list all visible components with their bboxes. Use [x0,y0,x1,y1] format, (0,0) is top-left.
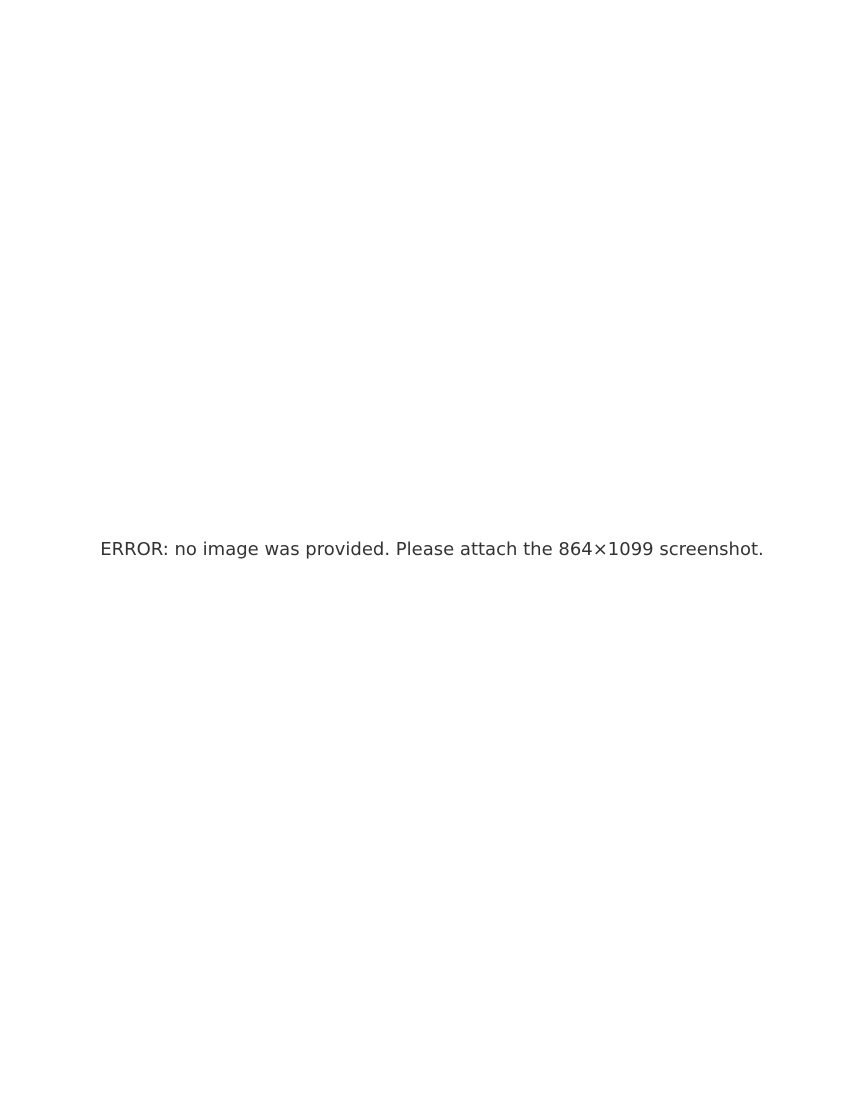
notice-message: ERROR: no image was provided. Please att… [100,539,764,560]
